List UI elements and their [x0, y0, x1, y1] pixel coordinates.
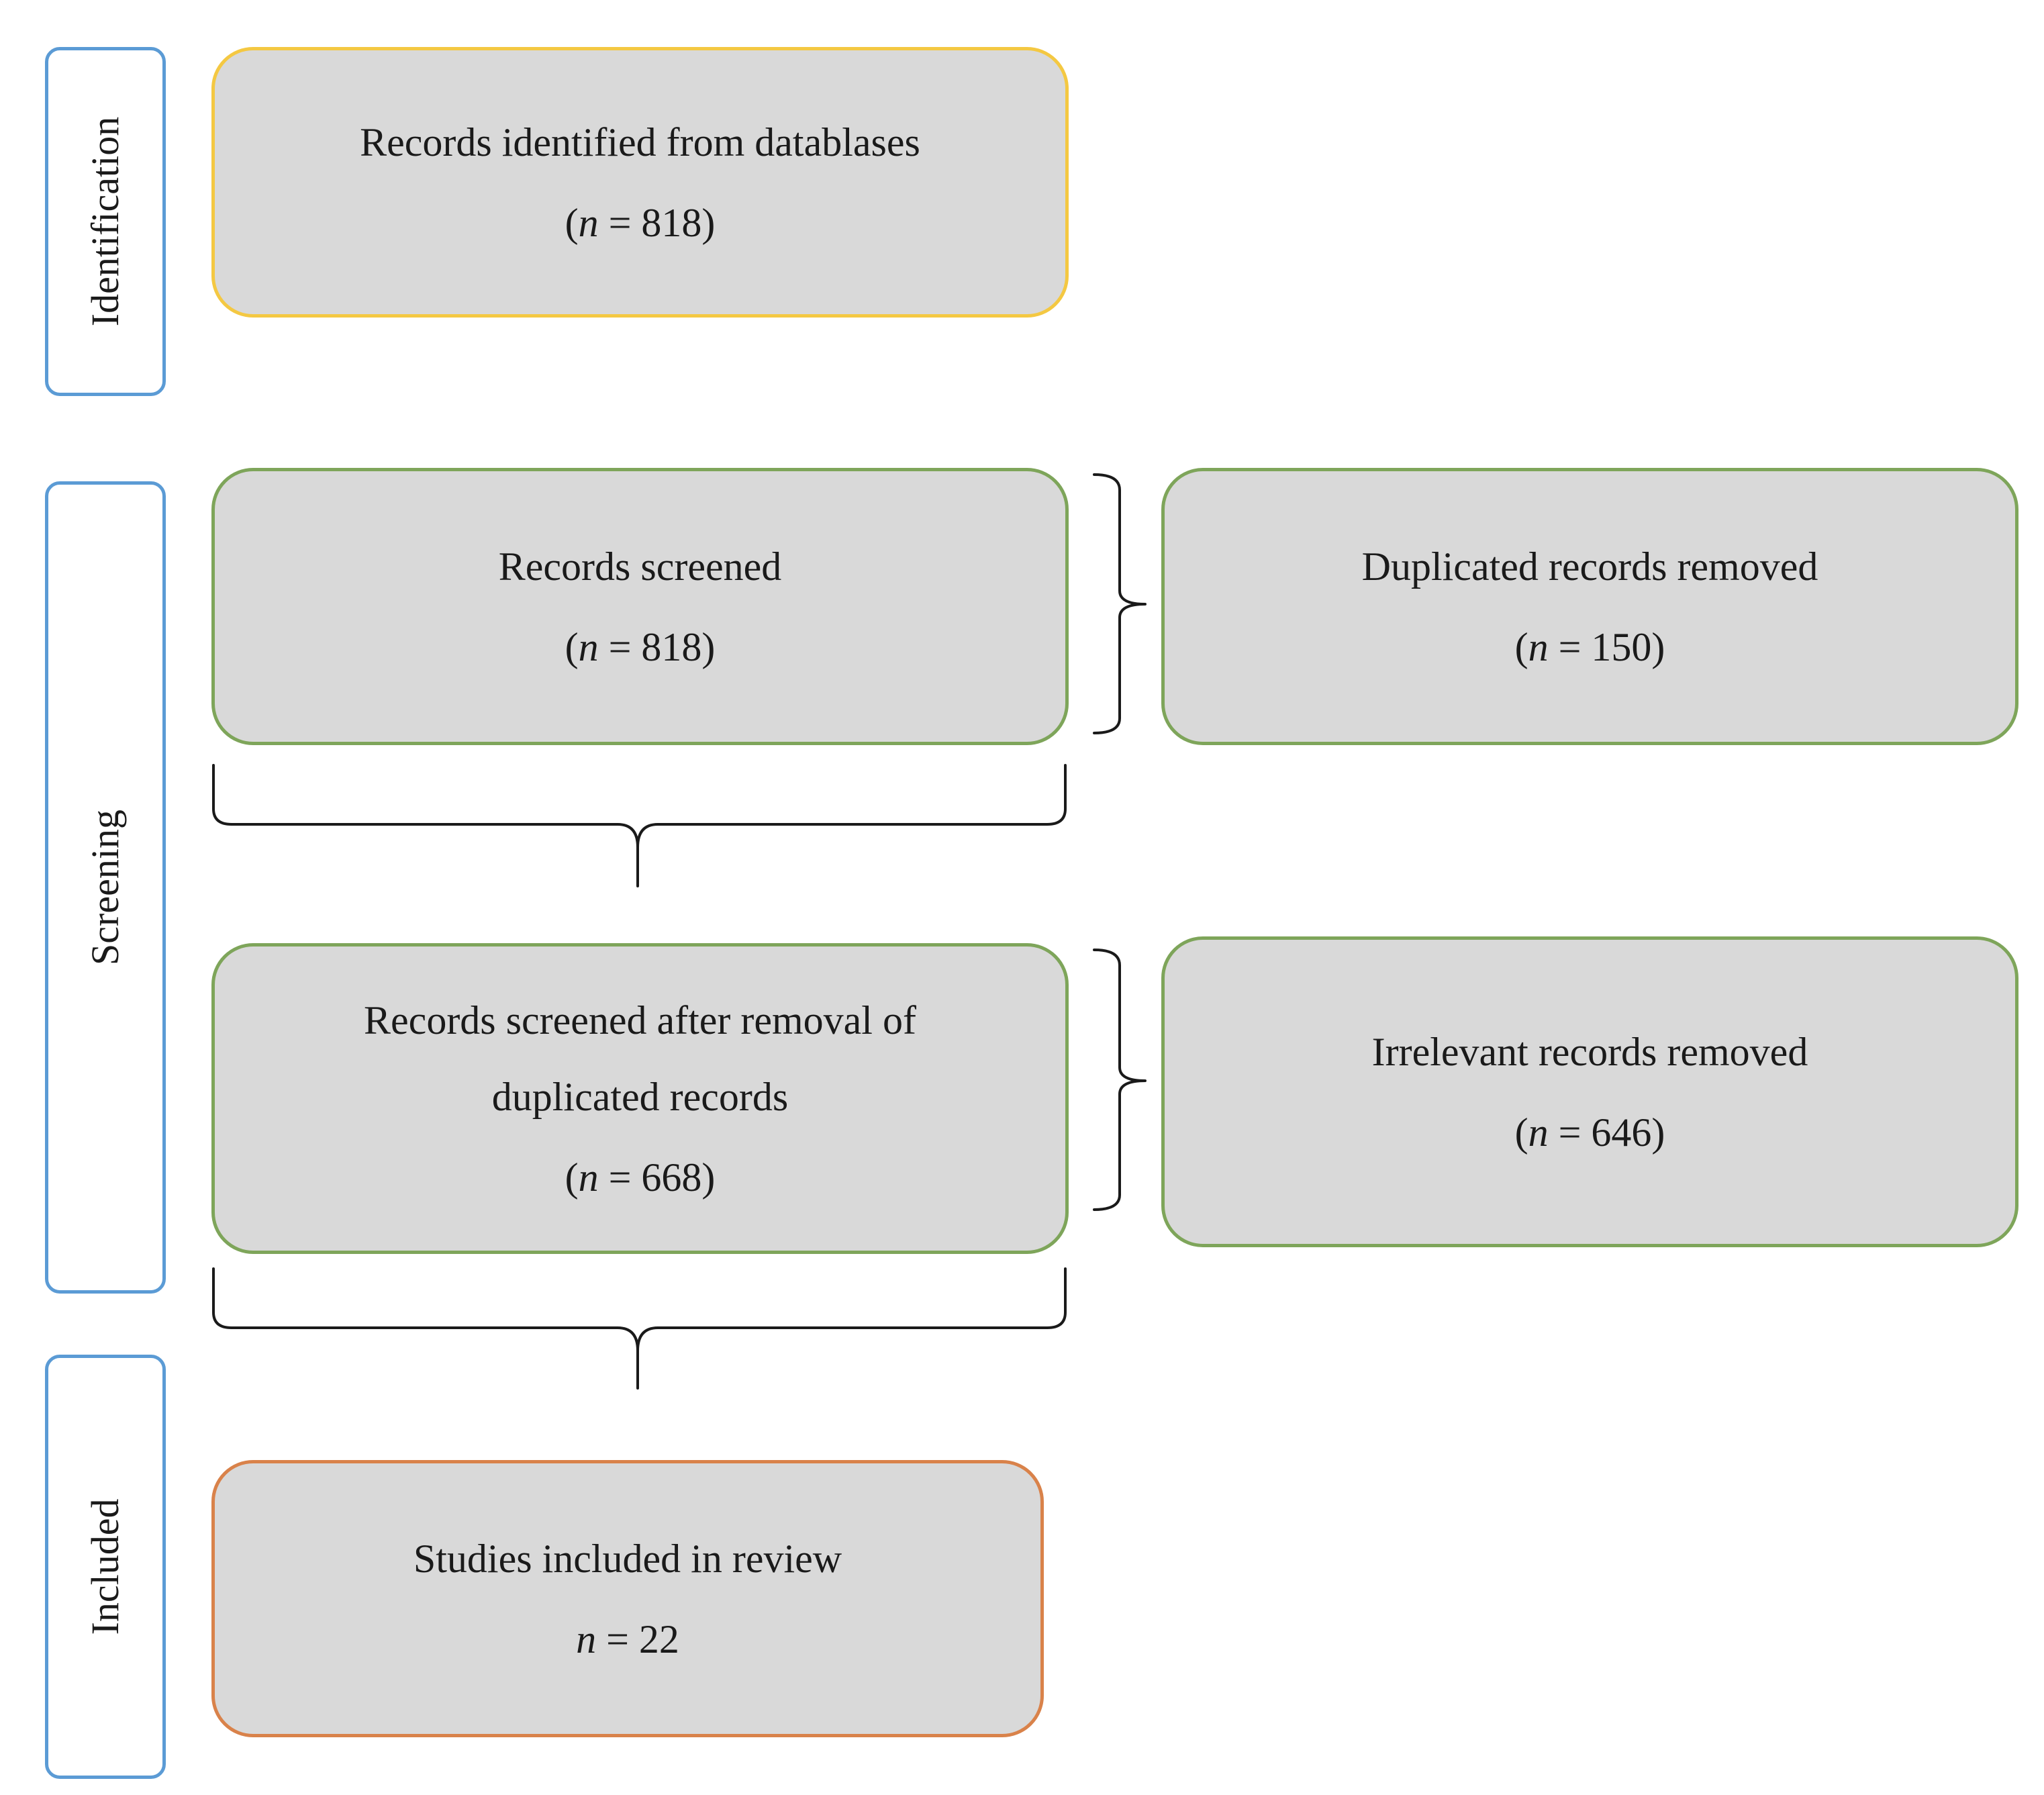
bracket-screened-to-duplicates	[1093, 473, 1147, 734]
irrelevant-removed-count: (n = 646)	[1514, 1110, 1665, 1155]
records-after-dedup-label-1: Records screened after removal of	[364, 998, 916, 1042]
duplicates-removed-count: (n = 150)	[1514, 624, 1665, 669]
brace-after-dedup-down	[212, 1267, 1067, 1390]
records-screened-box: Records screened (n = 818)	[211, 468, 1069, 745]
duplicates-removed-label: Duplicated records removed	[1361, 544, 1818, 589]
irrelevant-removed-label: Irrelevant records removed	[1371, 1029, 1808, 1074]
records-screened-count: (n = 818)	[565, 624, 716, 669]
stage-included: Included	[45, 1355, 166, 1779]
studies-included-label: Studies included in review	[413, 1536, 842, 1581]
bracket-after-dedup-to-irrelevant	[1093, 949, 1147, 1211]
records-identified-label: Records identified from datablases	[360, 119, 920, 164]
stage-screening: Screening	[45, 481, 166, 1294]
records-after-dedup-box: Records screened after removal of duplic…	[211, 943, 1069, 1254]
records-screened-label: Records screened	[498, 544, 782, 589]
studies-included-box: Studies included in review n = 22	[211, 1460, 1044, 1737]
records-after-dedup-count: (n = 668)	[565, 1155, 716, 1200]
irrelevant-removed-box: Irrelevant records removed (n = 646)	[1161, 936, 2018, 1247]
studies-included-count: n = 22	[576, 1616, 679, 1661]
stage-identification: Identification	[45, 47, 166, 396]
brace-screened-down	[212, 764, 1067, 887]
records-after-dedup-label-2: duplicated records	[491, 1074, 789, 1119]
duplicates-removed-box: Duplicated records removed (n = 150)	[1161, 468, 2018, 745]
records-identified-count: (n = 818)	[565, 200, 716, 245]
records-identified-box: Records identified from datablases (n = …	[211, 47, 1069, 318]
